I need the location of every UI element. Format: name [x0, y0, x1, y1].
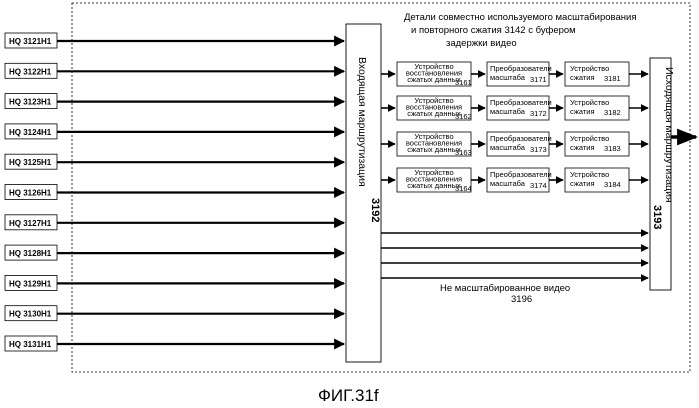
scaler-label: масштаба [490, 143, 526, 152]
input-label: HQ 3127H1 [9, 219, 52, 228]
compressor-label: сжатия [570, 107, 595, 116]
decompressor-number: 3162 [455, 112, 472, 121]
scaler-label: масштаба [490, 73, 526, 82]
input-label: HQ 3128H1 [9, 249, 52, 258]
compressor-label: сжатия [570, 179, 595, 188]
compressor-number: 3181 [604, 74, 621, 83]
scaler-label: Преобразователи [490, 134, 552, 143]
compressor-number: 3183 [604, 144, 621, 153]
input-label: HQ 3125H1 [9, 158, 52, 167]
scaler-label: Преобразователи [490, 64, 552, 73]
unscaled-video-arrows [381, 233, 648, 278]
diagram-title-line-2: и повторного сжатия 3142 с буфером [411, 25, 576, 36]
decompressor-number: 3164 [455, 184, 472, 193]
input-label: HQ 3129H1 [9, 279, 52, 288]
decompressor-label: сжатых данных [407, 181, 461, 190]
compressor-label: Устройство [570, 98, 609, 107]
input-label: HQ 3124H1 [9, 128, 52, 137]
compressor-label: Устройство [570, 134, 609, 143]
input-label: HQ 3126H1 [9, 189, 52, 198]
decompressor-label: сжатых данных [407, 109, 461, 118]
scaler-number: 3174 [530, 181, 547, 190]
scaler-number: 3171 [530, 75, 547, 84]
scaler-number: 3173 [530, 145, 547, 154]
scaler-label: Преобразователи [490, 98, 552, 107]
decompressor-number: 3163 [455, 148, 472, 157]
compressor-label: Устройство [570, 64, 609, 73]
input-label: HQ 3122H1 [9, 67, 52, 76]
output-router-label: Исходящая маршрутизация [663, 67, 675, 203]
input-label: HQ 3130H1 [9, 310, 52, 319]
input-label: HQ 3131H1 [9, 340, 52, 349]
scaler-label: Преобразователи [490, 170, 552, 179]
input-streams: HQ 3121H1 HQ 3122H1 HQ 3123H1 HQ 3124H1 HQ 3… [5, 33, 344, 351]
figure-caption: ФИГ.31f [318, 386, 379, 405]
compressor-label: Устройство [570, 170, 609, 179]
compressor-number: 3184 [604, 180, 621, 189]
output-router-number: 3193 [651, 205, 663, 229]
diagram-title-line-3: задержки видео [446, 38, 517, 49]
processing-chains: Устройствовосстановлениясжатых данных316… [381, 62, 648, 193]
scaler-label: масштаба [490, 107, 526, 116]
scaler-label: масштаба [490, 179, 526, 188]
input-router-number: 3192 [369, 198, 381, 222]
decompressor-label: сжатых данных [407, 145, 461, 154]
input-label: HQ 3123H1 [9, 98, 52, 107]
compressor-label: сжатия [570, 143, 595, 152]
decompressor-label: сжатых данных [407, 75, 461, 84]
input-label: HQ 3121H1 [9, 37, 52, 46]
scaler-number: 3172 [530, 109, 547, 118]
diagram-title-line-1: Детали совместно используемого масштабир… [404, 12, 636, 23]
compressor-label: сжатия [570, 73, 595, 82]
unscaled-video-label: Не масштабированное видео [440, 283, 570, 294]
compressor-number: 3182 [604, 108, 621, 117]
unscaled-video-number: 3196 [511, 294, 532, 305]
decompressor-number: 3161 [455, 78, 472, 87]
input-router-label: Входящая маршрутизация [356, 57, 368, 187]
